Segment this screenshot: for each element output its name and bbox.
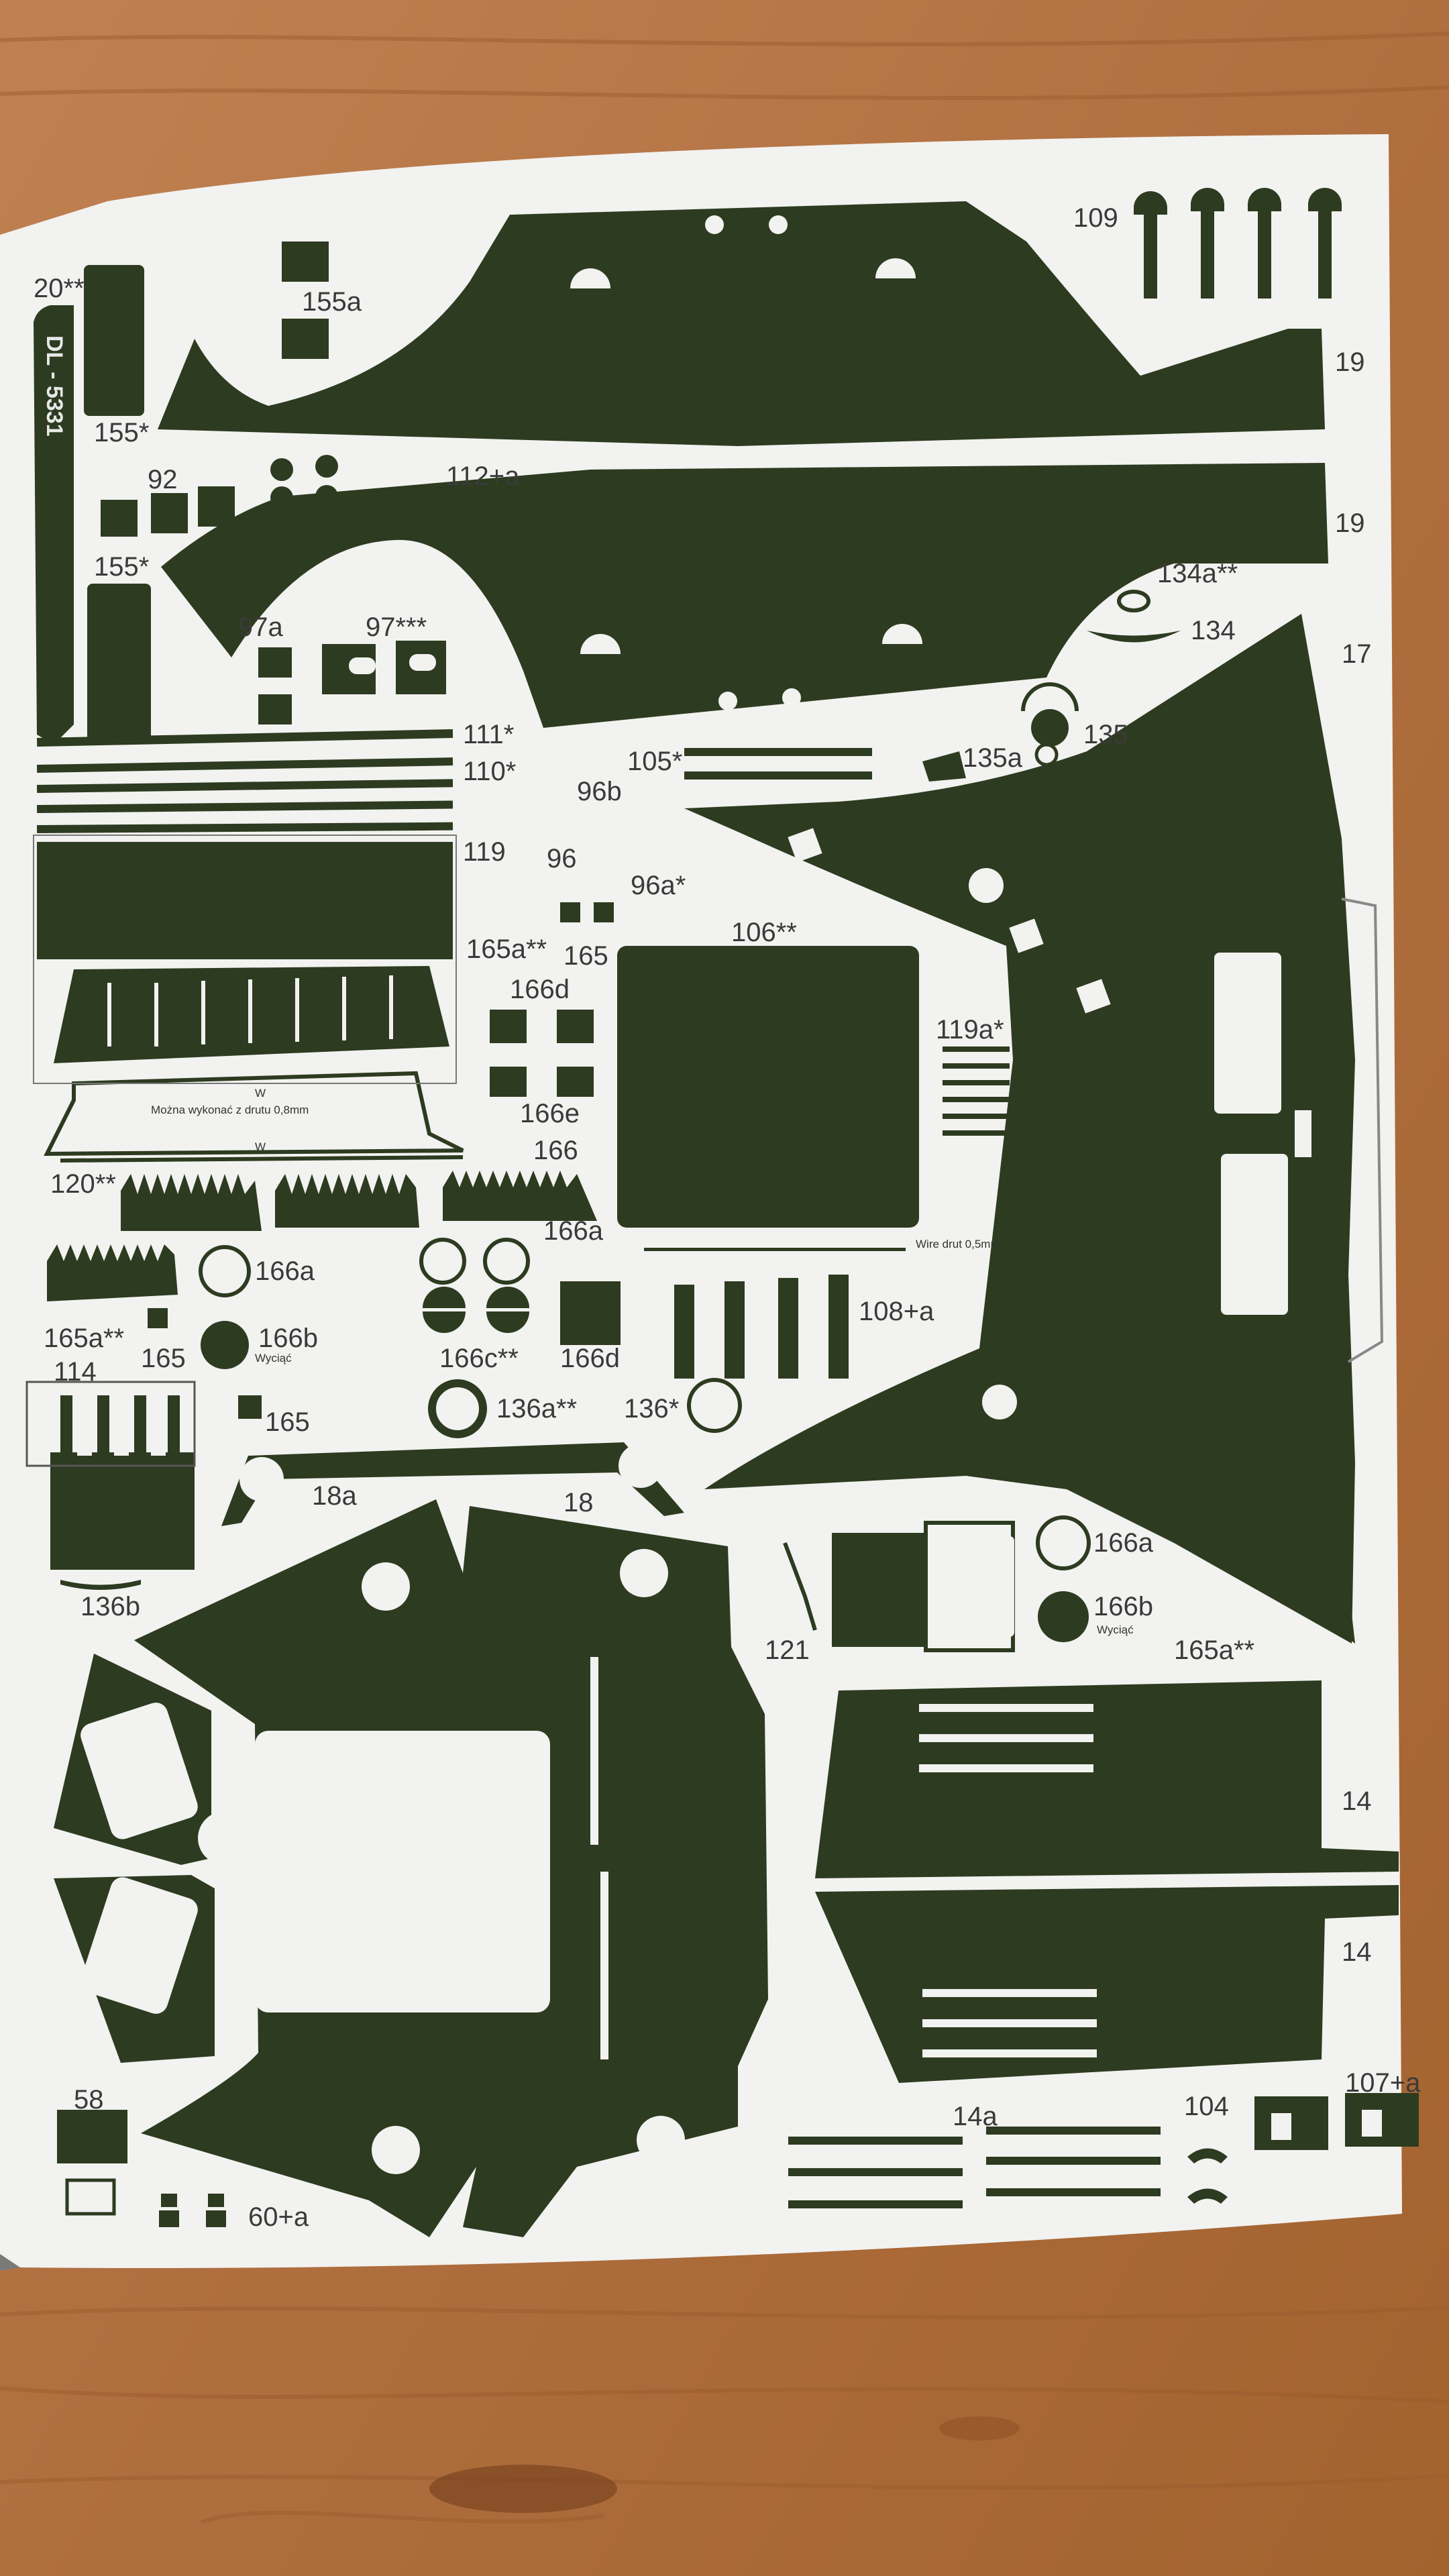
label-96: 96 xyxy=(547,844,577,873)
cut-note-2: Wyciąć xyxy=(1097,1623,1134,1636)
label-166a-left: 166a xyxy=(255,1256,315,1286)
label-110: 110* xyxy=(463,757,517,786)
label-111: 111* xyxy=(463,720,515,749)
label-135: 135 xyxy=(1083,720,1128,749)
label-96a: 96a* xyxy=(631,871,686,900)
label-105: 105* xyxy=(627,747,683,776)
part-114-lower xyxy=(50,1452,195,1570)
label-97a: 97a xyxy=(238,612,283,642)
wire-note-1: Wire drut 0,5mm xyxy=(916,1238,1000,1250)
label-166a-mid: 166a xyxy=(543,1216,603,1246)
part-14-lower xyxy=(815,1885,1399,2083)
label-97: 97*** xyxy=(366,612,427,642)
label-166b-right: 166b xyxy=(1093,1592,1153,1621)
label-104: 104 xyxy=(1184,2092,1229,2121)
label-106: 106** xyxy=(731,918,797,947)
label-165-1: 165 xyxy=(564,941,608,971)
part-19-second xyxy=(161,463,1328,728)
label-112: 112+a xyxy=(446,462,520,491)
label-135a: 135a xyxy=(963,743,1022,773)
frame-mark-w1: W xyxy=(255,1087,266,1099)
label-14a: 14a xyxy=(953,2102,998,2131)
label-19-top: 19 xyxy=(1335,347,1365,377)
label-120: 120** xyxy=(50,1169,116,1199)
label-166d-upper: 166d xyxy=(510,975,570,1004)
label-155a: 155a xyxy=(302,287,362,317)
part-17-large xyxy=(684,614,1355,1644)
part-19-top xyxy=(158,201,1325,446)
label-96b: 96b xyxy=(577,777,622,806)
part-119-block xyxy=(37,842,453,959)
part-17-lower-wing xyxy=(1174,1409,1355,1644)
part-14-upper xyxy=(815,1680,1399,1878)
label-18a: 18a xyxy=(312,1481,357,1511)
label-108: 108+a xyxy=(859,1297,934,1326)
label-18: 18 xyxy=(564,1488,594,1517)
label-165a-star-3: 165a** xyxy=(1174,1635,1255,1665)
label-165-2: 165 xyxy=(141,1344,186,1373)
part-20-plate xyxy=(34,305,74,745)
label-136b: 136b xyxy=(80,1592,140,1621)
label-155-star-lower: 155* xyxy=(94,552,150,582)
label-165a-star-2: 165a** xyxy=(44,1324,125,1353)
label-109: 109 xyxy=(1073,203,1118,233)
label-166e: 166e xyxy=(520,1099,580,1128)
cut-note-1: Wyciąć xyxy=(255,1352,292,1364)
label-114: 114 xyxy=(54,1357,97,1387)
label-155-star-upper: 155* xyxy=(94,418,150,447)
frame-mark-w2: W xyxy=(255,1140,266,1153)
part-106-panel xyxy=(617,946,919,1228)
label-14-upper: 14 xyxy=(1342,1786,1372,1816)
label-119a: 119a* xyxy=(936,1015,1004,1044)
label-165a-star-1: 165a** xyxy=(466,934,547,964)
label-121: 121 xyxy=(765,1635,810,1665)
wire-note-2: Można wykonać z drutu 0,8mm xyxy=(151,1104,309,1116)
label-166b-left: 166b xyxy=(258,1324,318,1353)
label-165-3: 165 xyxy=(265,1407,310,1437)
label-14-lower: 14 xyxy=(1342,1937,1372,1967)
plate-text: DL - 5331 xyxy=(42,335,67,437)
label-92: 92 xyxy=(148,465,178,494)
label-20: 20** xyxy=(34,274,85,303)
label-19-second: 19 xyxy=(1335,508,1365,538)
label-17: 17 xyxy=(1342,639,1372,669)
part-155-upper xyxy=(84,265,144,416)
part-18-strip xyxy=(221,1442,684,1526)
label-134a: 134a** xyxy=(1157,559,1238,588)
label-166c: 166c** xyxy=(439,1344,519,1373)
label-107: 107+a xyxy=(1345,2068,1421,2098)
label-166: 166 xyxy=(533,1136,578,1165)
part-155-lower xyxy=(87,584,151,741)
label-134: 134 xyxy=(1191,616,1236,645)
part-120-frame xyxy=(44,1071,464,1157)
label-136-star: 136* xyxy=(624,1394,680,1424)
label-136a: 136a** xyxy=(496,1394,578,1424)
label-58: 58 xyxy=(74,2085,104,2114)
label-166a-right: 166a xyxy=(1093,1528,1153,1558)
label-166d-lower: 166d xyxy=(560,1344,620,1373)
label-119: 119 xyxy=(463,837,506,867)
label-60: 60+a xyxy=(248,2202,309,2232)
